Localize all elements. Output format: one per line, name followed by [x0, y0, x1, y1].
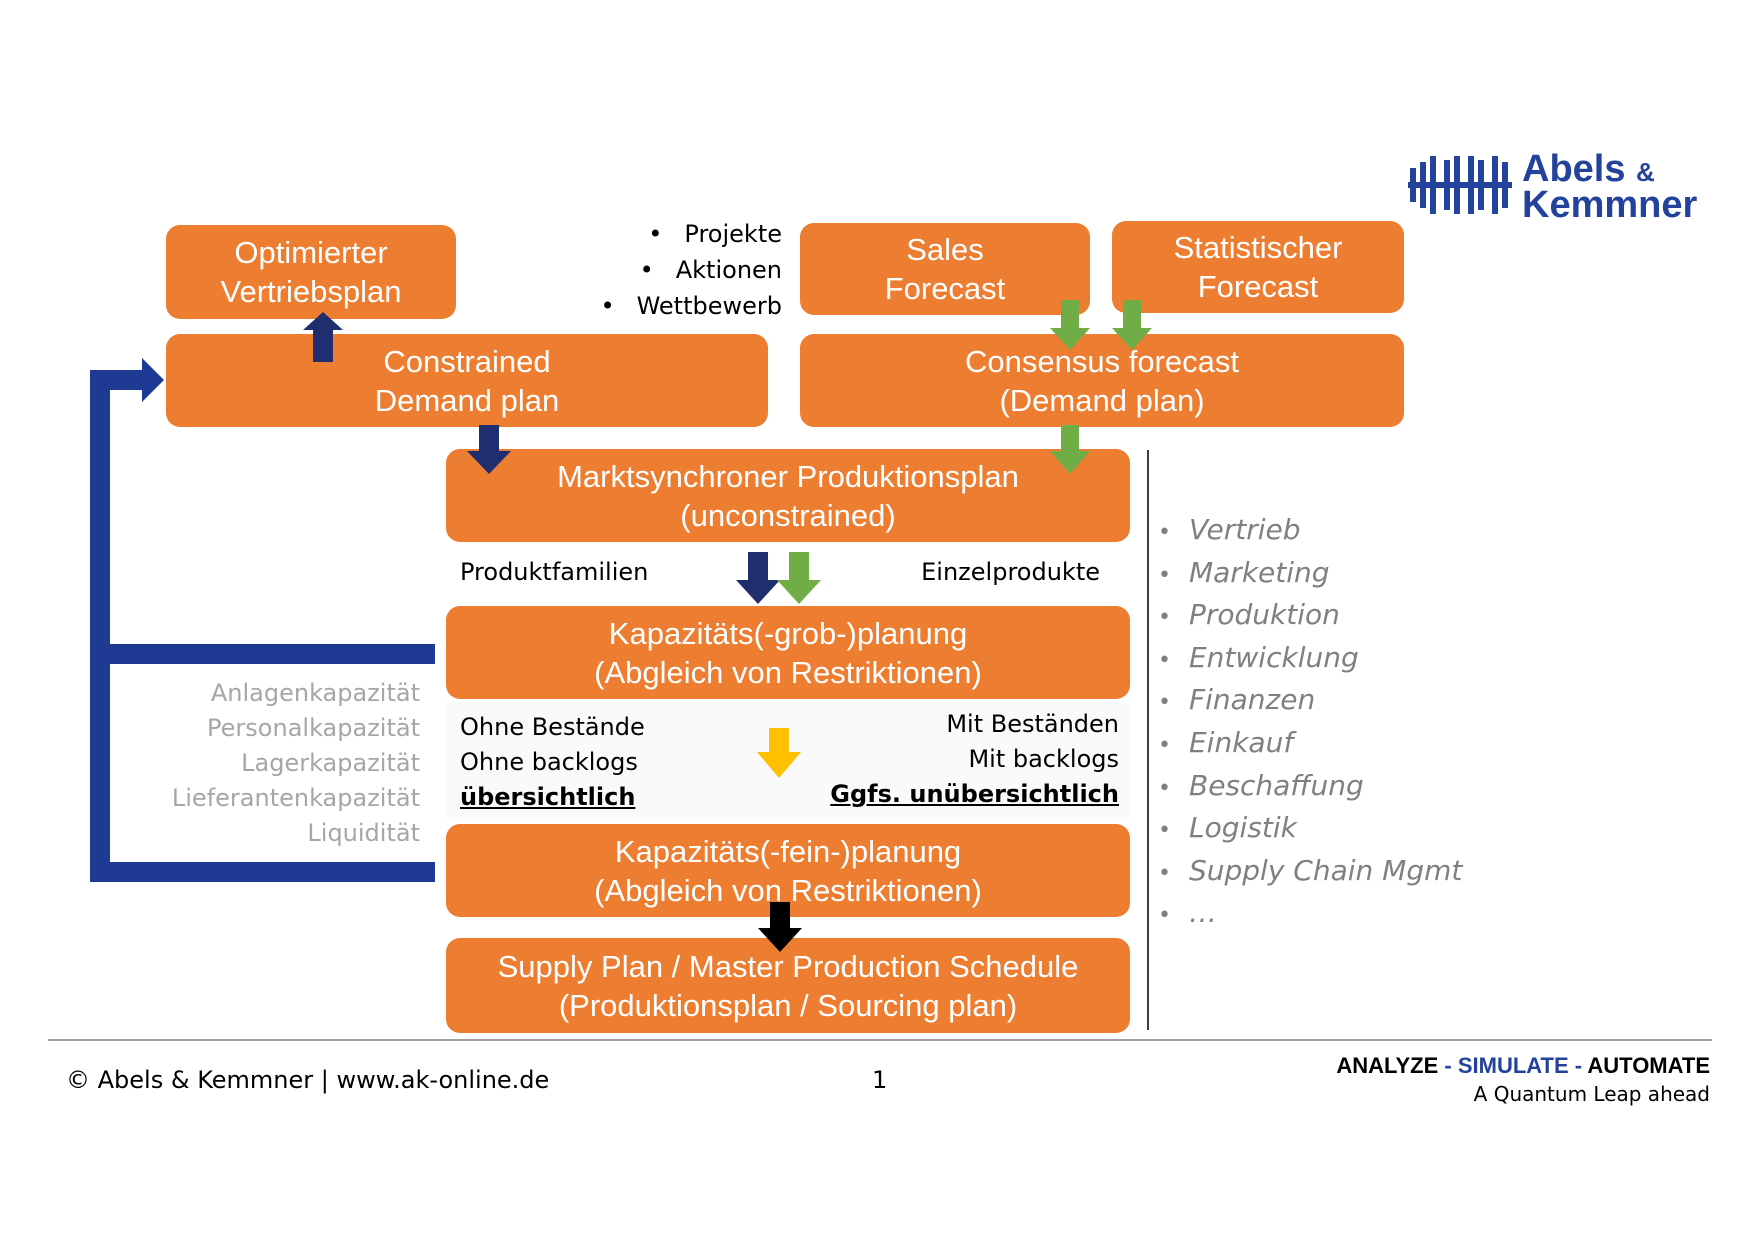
box-label-line2: (Abgleich von Restriktionen) [594, 872, 982, 908]
box-label-line2: Demand plan [374, 382, 560, 418]
tagline-simulate: SIMULATE [1457, 1053, 1569, 1078]
box-label-line2: Forecast [884, 271, 1006, 306]
box-label-line1: Constrained [383, 343, 551, 379]
arrow-navy-markt [736, 552, 780, 604]
label-ohne-backlogs: Ohne backlogs [460, 748, 638, 776]
label-ohne-bestaende: Ohne Bestände [460, 713, 645, 741]
tagline-separator: - [1438, 1053, 1458, 1078]
capacity-item: Personalkapazität [207, 714, 420, 742]
arrow-green-sales [1050, 300, 1090, 350]
department-item: Logistik [1158, 808, 1462, 851]
box-marktsynchroner-produktionsplan: Marktsynchroner Produktionsplan (unconst… [446, 449, 1130, 542]
vertical-divider [1147, 450, 1149, 1030]
box-label-line1: Consensus forecast [965, 343, 1239, 379]
logo-mark-icon [1408, 156, 1512, 214]
capacity-item: Lieferantenkapazität [171, 784, 420, 812]
arrow-yellow [757, 728, 801, 778]
department-item: Finanzen [1158, 680, 1462, 723]
footer-copyright: © Abels & Kemmner | www.ak-online.de [66, 1066, 550, 1094]
logo-text-abels: Abels [1522, 148, 1626, 190]
tagline-automate: AUTOMATE [1587, 1053, 1710, 1078]
department-item: Supply Chain Mgmt [1158, 851, 1462, 894]
label-mit-backlogs: Mit backlogs [968, 745, 1119, 773]
arrow-down-constrained [467, 425, 511, 474]
label-mit-bestaenden: Mit Beständen [946, 710, 1119, 738]
box-label-line2: (unconstrained) [680, 497, 896, 533]
box-constrained-demand-plan: Constrained Demand plan [166, 334, 768, 427]
department-item: Entwicklung [1158, 638, 1462, 681]
logo-text-amp: & [1636, 157, 1655, 187]
department-item: Einkauf [1158, 723, 1462, 766]
input-factors-list: Projekte Aktionen Wettbewerb [600, 220, 782, 320]
box-statistischer-forecast: Statistischer Forecast [1112, 221, 1404, 313]
departments-list: Vertrieb Marketing Produktion Entwicklun… [1158, 510, 1462, 936]
capacity-item: Liquidität [307, 819, 420, 847]
box-label-line2: (Demand plan) [999, 382, 1205, 418]
tagline-separator: - [1568, 1053, 1588, 1078]
footer-divider [48, 1039, 1712, 1041]
label-ggfs-unuebersichtlich: Ggfs. unübersichtlich [830, 780, 1119, 808]
tagline-analyze: ANALYZE [1336, 1053, 1439, 1078]
capacity-item: Anlagenkapazität [210, 679, 420, 707]
box-label-line1: Sales [906, 232, 984, 267]
arrow-green-markt [777, 552, 821, 604]
box-label-line2: (Abgleich von Restriktionen) [594, 654, 982, 690]
department-item: Beschaffung [1158, 766, 1462, 809]
arrow-black [758, 902, 802, 952]
label-produktfamilien: Produktfamilien [460, 558, 649, 586]
list-item: Aktionen [600, 256, 782, 284]
box-label-line1: Supply Plan / Master Production Schedule [497, 948, 1079, 984]
capacity-item: Lagerkapazität [241, 749, 420, 777]
box-sales-forecast: Sales Forecast [800, 223, 1090, 315]
department-item: Marketing [1158, 553, 1462, 596]
box-label-line2: (Produktionsplan / Sourcing plan) [558, 987, 1018, 1023]
box-label-line1: Statistischer [1173, 230, 1343, 265]
footer-subtitle: A Quantum Leap ahead [1473, 1082, 1710, 1106]
label-einzelprodukte: Einzelprodukte [921, 558, 1100, 586]
arrow-green-consensus [1050, 425, 1090, 474]
box-optimierter-vertriebsplan: Optimierter Vertriebsplan [166, 225, 456, 319]
arrow-green-statistischer [1112, 300, 1152, 350]
footer-page-number: 1 [872, 1066, 888, 1094]
box-label-line1: Kapazitäts(-fein-)planung [614, 833, 962, 869]
box-label-line2: Forecast [1197, 269, 1319, 304]
box-label-line1: Kapazitäts(-grob-)planung [608, 615, 968, 651]
arrow-up-optimierter [303, 312, 343, 362]
list-item: Projekte [600, 220, 782, 248]
box-supply-plan: Supply Plan / Master Production Schedule… [446, 938, 1130, 1033]
box-label-line1: Optimierter [234, 235, 388, 270]
department-item: Vertrieb [1158, 510, 1462, 553]
list-item: Wettbewerb [600, 292, 782, 320]
feedback-loop-arrow [90, 358, 435, 882]
company-logo: Abels & Kemmner [1408, 150, 1708, 230]
department-item: Produktion [1158, 595, 1462, 638]
logo-text-kemmner: Kemmner [1522, 184, 1698, 226]
box-consensus-forecast: Consensus forecast (Demand plan) [800, 334, 1404, 427]
box-label-line2: Vertriebsplan [220, 274, 402, 309]
department-item: … [1158, 893, 1462, 936]
box-kapazitaets-grobplanung: Kapazitäts(-grob-)planung (Abgleich von … [446, 606, 1130, 699]
capacity-list: Anlagenkapazität Personalkapazität Lager… [172, 676, 420, 851]
box-kapazitaets-feinplanung: Kapazitäts(-fein-)planung (Abgleich von … [446, 824, 1130, 917]
footer-tagline: ANALYZE - SIMULATE - AUTOMATE [1336, 1053, 1710, 1079]
box-label-line1: Marktsynchroner Produktionsplan [557, 458, 1019, 494]
label-uebersichtlich: übersichtlich [460, 783, 636, 811]
